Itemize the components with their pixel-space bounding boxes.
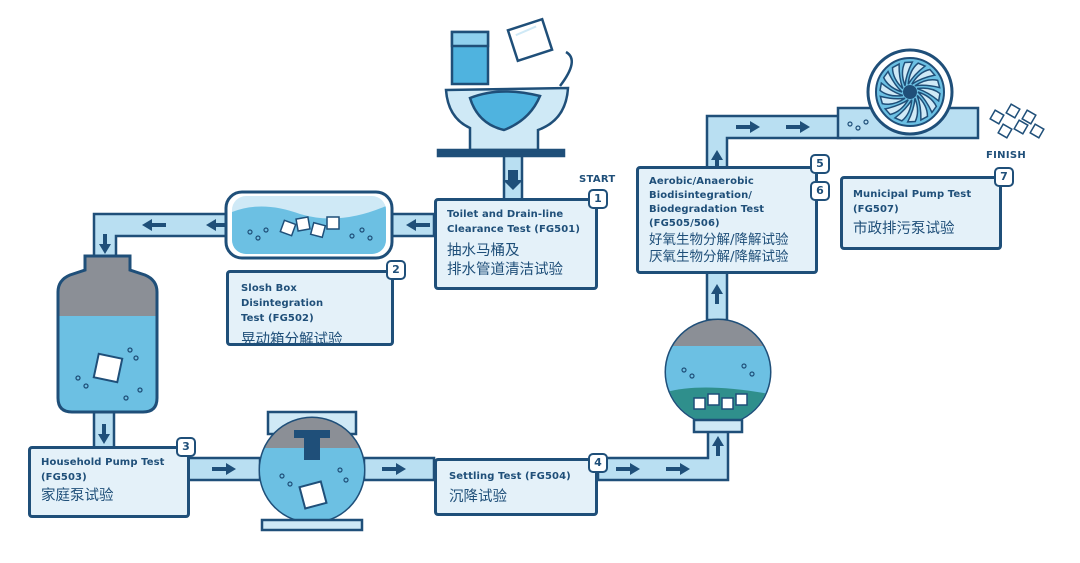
step-1-number: 1 <box>588 189 608 209</box>
arrow-down-icon <box>98 424 110 444</box>
slosh-box-icon <box>224 190 394 260</box>
step-7-title: Municipal Pump Test(FG507) <box>853 189 972 215</box>
rotor-blade <box>906 97 919 123</box>
finish-label: FINISH <box>986 150 1027 161</box>
arrow-up-icon <box>711 284 723 304</box>
arrow-right-icon <box>212 463 236 475</box>
household-pump-icon <box>258 410 366 532</box>
arrow-up-icon <box>711 150 723 170</box>
settling-tank-icon <box>664 318 772 434</box>
household-tank-icon <box>56 254 159 414</box>
step-7-title-zh: 市政排污泵试验 <box>853 221 955 237</box>
rotor-blade <box>917 91 938 114</box>
rotor-blade <box>911 68 937 85</box>
rotor-blade <box>883 99 909 116</box>
arrow-up-icon <box>712 436 724 456</box>
arrow-right-icon <box>786 121 810 133</box>
step-4-title: Settling Test (FG504) <box>449 471 571 482</box>
step-4-number: 4 <box>588 453 608 473</box>
rotor-blade <box>882 70 903 93</box>
rotor-blade <box>907 62 927 85</box>
rotor-blade <box>891 62 904 90</box>
arrow-right-icon <box>382 463 406 475</box>
step-7-number: 7 <box>994 167 1014 187</box>
arrow-left-icon <box>406 219 430 231</box>
step-4-card: Settling Test (FG504) 沉降试验 <box>434 458 598 516</box>
arrow-down-icon <box>503 170 523 190</box>
rotor-blade <box>879 95 906 105</box>
rotor-blade <box>893 99 913 122</box>
arrow-down-icon <box>99 234 111 254</box>
rotor-blade <box>916 87 941 103</box>
arrow-right-icon <box>666 463 690 475</box>
step-2-number: 2 <box>386 260 406 280</box>
arrow-left-icon <box>206 219 230 231</box>
rotor-blade <box>916 94 929 122</box>
step-7-card: Municipal Pump Test(FG507) 市政排污泵试验 <box>840 176 1002 250</box>
step-3-title: Household Pump Test(FG503) <box>41 457 165 483</box>
step-5-6-title-zh: 好氧生物分解/降解试验厌氧生物分解/降解试验 <box>649 232 789 265</box>
arrow-right-icon <box>736 121 760 133</box>
wipe-fragments-icon <box>989 103 1045 139</box>
rotor-blade <box>914 79 941 89</box>
toilet-icon <box>436 30 573 158</box>
step-3-number: 3 <box>176 437 196 457</box>
step-3-card: Household Pump Test(FG503) 家庭泵试验 <box>28 446 190 518</box>
step-2-title-zh: 晃动箱分解试验 <box>241 332 343 348</box>
municipal-pump-icon <box>836 48 980 140</box>
rotor-blade <box>901 61 914 87</box>
step-5-number: 5 <box>810 154 830 174</box>
step-4-title-zh: 沉降试验 <box>449 489 507 505</box>
step-3-title-zh: 家庭泵试验 <box>41 488 114 504</box>
start-label: START <box>579 174 616 185</box>
arrow-right-icon <box>616 463 640 475</box>
step-1-title-zh: 抽水马桶及排水管道清洁试验 <box>447 243 563 278</box>
wipe-icon <box>506 17 554 63</box>
step-6-number: 6 <box>810 181 830 201</box>
flow-arrows <box>98 121 810 475</box>
arrow-left-icon <box>142 219 166 231</box>
rotor-blade <box>879 81 904 97</box>
